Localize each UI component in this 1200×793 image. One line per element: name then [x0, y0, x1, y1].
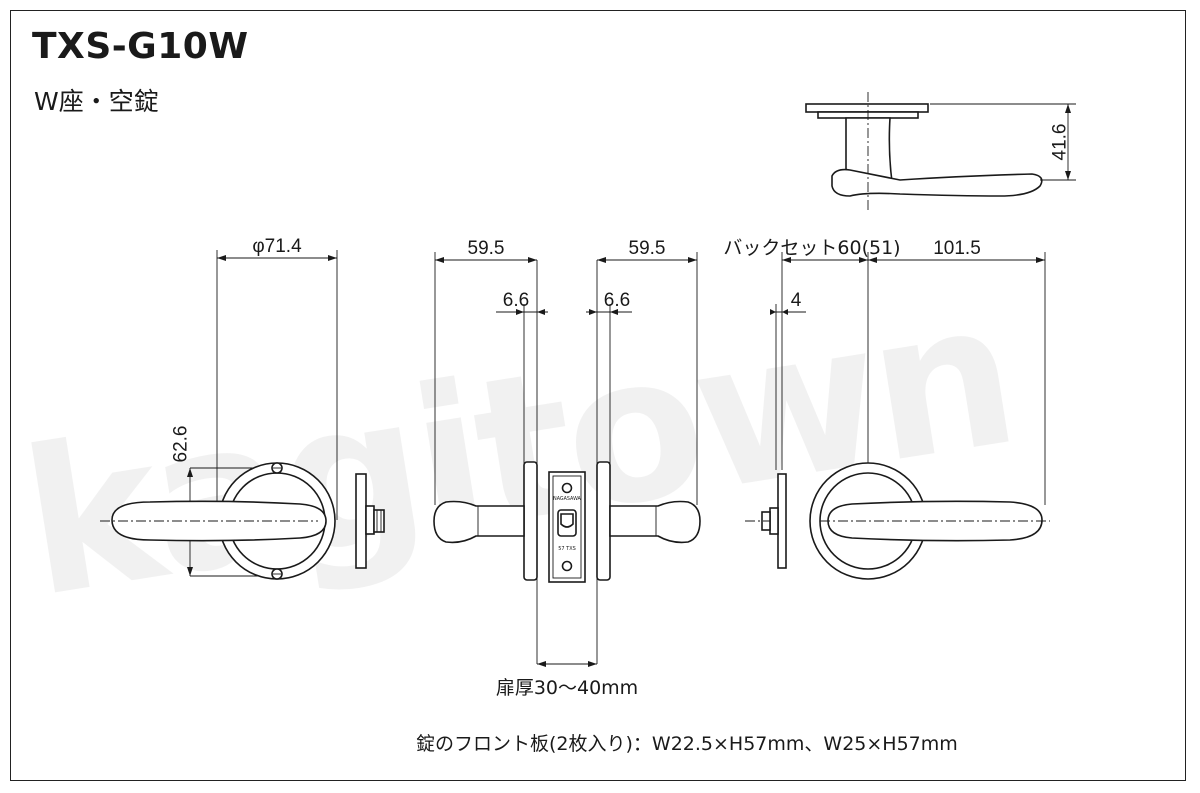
dim-screw-pitch: 62.6 [171, 426, 192, 463]
model-title: TXS-G10W [32, 26, 249, 67]
dim-lever-height: 41.6 [1050, 124, 1071, 161]
dim-rose-thickness: 4 [791, 290, 802, 311]
dim-lever-right: 59.5 [629, 238, 666, 259]
dim-door-thickness: 扉厚30～40mm [496, 677, 638, 699]
latch-code: 57 TXS [558, 546, 576, 552]
drawing-frame [10, 10, 1186, 781]
dim-backset: バックセット60(51) [723, 237, 900, 259]
dim-offset-left: 6.6 [503, 290, 529, 311]
right-front-view: バックセット60(51) 101.5 4 [723, 237, 1050, 580]
left-front-view: φ71.4 62.6 [100, 236, 385, 580]
front-plate-note: 錠のフロント板(2枚入り)：W22.5×H57mm、W25×H57mm [416, 733, 958, 755]
dim-lever-length: 101.5 [933, 238, 981, 259]
latch-brand: NAGASAWA [553, 496, 581, 502]
watermark-text: kagitown [10, 257, 1026, 642]
dim-rose-diameter: φ71.4 [252, 236, 302, 257]
model-subtitle: W座・空錠 [34, 87, 159, 116]
center-section-view: 59.5 59.5 6.6 6.6 扉厚30～40mm [433, 238, 701, 699]
lever-side-view: 41.6 [805, 92, 1076, 212]
dim-lever-left: 59.5 [468, 238, 505, 259]
dim-offset-right: 6.6 [604, 290, 630, 311]
